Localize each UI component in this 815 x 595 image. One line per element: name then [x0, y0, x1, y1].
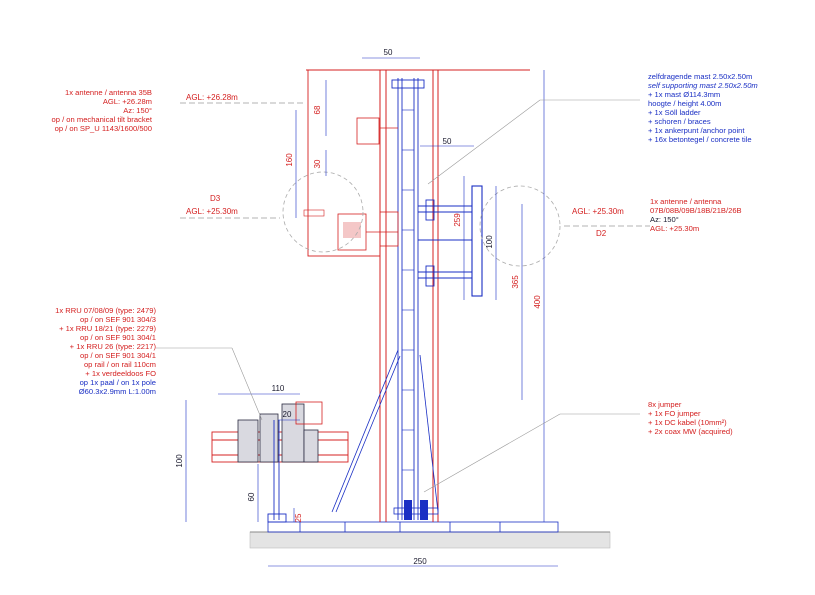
note-line: AGL: +25.30m [650, 224, 699, 233]
detail-tag-d3: D3 [210, 194, 221, 203]
rru-pole [267, 420, 287, 523]
agl-label-left: AGL: +25.30m [186, 207, 238, 216]
antenna-d2 [471, 185, 483, 297]
mast-feet [393, 500, 439, 520]
note-antenna-35b: 1x antenne / antenna 35B AGL: +26.28m Az… [52, 88, 153, 133]
dim-160: 160 [285, 153, 294, 167]
note-line: zelfdragende mast 2.50x2.50m [648, 72, 752, 81]
leader-lines [156, 99, 640, 493]
level-guides [180, 102, 650, 227]
dim-50-top: 50 [384, 48, 393, 57]
dim-60: 60 [247, 492, 256, 501]
dim-50-arm: 50 [443, 137, 452, 146]
note-line: + 16x betontegel / concrete tile [648, 135, 752, 144]
rru-units [237, 403, 319, 463]
note-line: 1x antenne / antenna [650, 197, 722, 206]
note-line: hoogte / height 4.00m [648, 99, 721, 108]
dim-100-rru: 100 [175, 454, 184, 468]
note-line: + 1x mast Ø114.3mm [648, 90, 720, 99]
note-line: AGL: +26.28m [103, 97, 152, 106]
agl-label-right: AGL: +25.30m [572, 207, 624, 216]
note-antenna-d2: 1x antenne / antenna 07B/08B/09B/18B/21B… [650, 197, 742, 233]
rru-rail [211, 431, 349, 463]
dim-400: 400 [533, 295, 542, 309]
dim-259: 259 [453, 213, 462, 227]
detail-tag-d2: D2 [596, 229, 607, 238]
note-line: self supporting mast 2.50x2.50m [648, 81, 758, 90]
note-rru: 1x RRU 07/08/09 (type: 2479) op / on SEF… [55, 306, 156, 396]
dim-365: 365 [511, 275, 520, 289]
note-line: op rail / on rail 110cm [84, 360, 156, 369]
detail-circle-d3 [282, 171, 364, 253]
fo-distribution-box [295, 401, 323, 425]
note-line: + 1x RRU 26 (type: 2217) [70, 342, 157, 351]
note-line: + 1x RRU 18/21 (type: 2279) [59, 324, 156, 333]
mast-pole [391, 78, 425, 520]
note-line: op / on SEF 901 304/1 [80, 333, 156, 342]
note-line: 1x antenne / antenna 35B [65, 88, 152, 97]
note-line: + 1x DC kabel (10mm²) [648, 418, 727, 427]
note-line: + 1x Söll ladder [648, 108, 701, 117]
dim-20: 20 [283, 410, 292, 419]
note-line: + 1x ankerpunt /anchor point [648, 126, 745, 135]
detail-circle-d2 [479, 185, 561, 267]
dim-110: 110 [272, 384, 285, 393]
note-jumper: 8x jumper + 1x FO jumper + 1x DC kabel (… [648, 400, 733, 436]
agl-label-top: AGL: +26.28m [186, 93, 238, 102]
note-line: op / on SEF 901 304/3 [80, 315, 156, 324]
antenna-35b [307, 69, 381, 257]
note-line: op / on SP_U 1143/1600/500 [55, 124, 152, 133]
dim-100-antenna: 100 [485, 235, 494, 249]
note-line: Az: 150° [650, 215, 679, 224]
dimension-lines [185, 57, 558, 567]
note-line: 1x RRU 07/08/09 (type: 2479) [55, 306, 156, 315]
mechanical-tilt-bracket [366, 127, 399, 247]
note-line: 8x jumper [648, 400, 682, 409]
note-line: + 1x verdeeldoos FO [85, 369, 156, 378]
note-line: op 1x paal / on 1x pole [80, 378, 156, 387]
note-line: + 2x coax MW (acquired) [648, 427, 733, 436]
note-line: Ø60.3x2.9mm L:1.00m [79, 387, 156, 396]
dim-30: 30 [313, 159, 322, 168]
note-mast: zelfdragende mast 2.50x2.50m self suppor… [648, 72, 758, 144]
dim-68: 68 [313, 105, 322, 114]
note-line: op / on mechanical tilt bracket [52, 115, 153, 124]
dim-25: 25 [294, 513, 303, 522]
dim-250: 250 [413, 557, 427, 566]
note-line: op / on SEF 901 304/1 [80, 351, 156, 360]
note-line: + 1x FO jumper [648, 409, 701, 418]
azimuth-marker [303, 209, 325, 217]
braces [331, 349, 439, 513]
concrete-tiles [267, 521, 559, 533]
note-line: 07B/08B/09B/18B/21B/26B [650, 206, 742, 215]
antenna-arm [418, 199, 472, 287]
soll-ladder [402, 109, 414, 471]
note-line: Az: 150° [123, 106, 152, 115]
ground [249, 531, 611, 549]
note-line: + schoren / braces [648, 117, 711, 126]
